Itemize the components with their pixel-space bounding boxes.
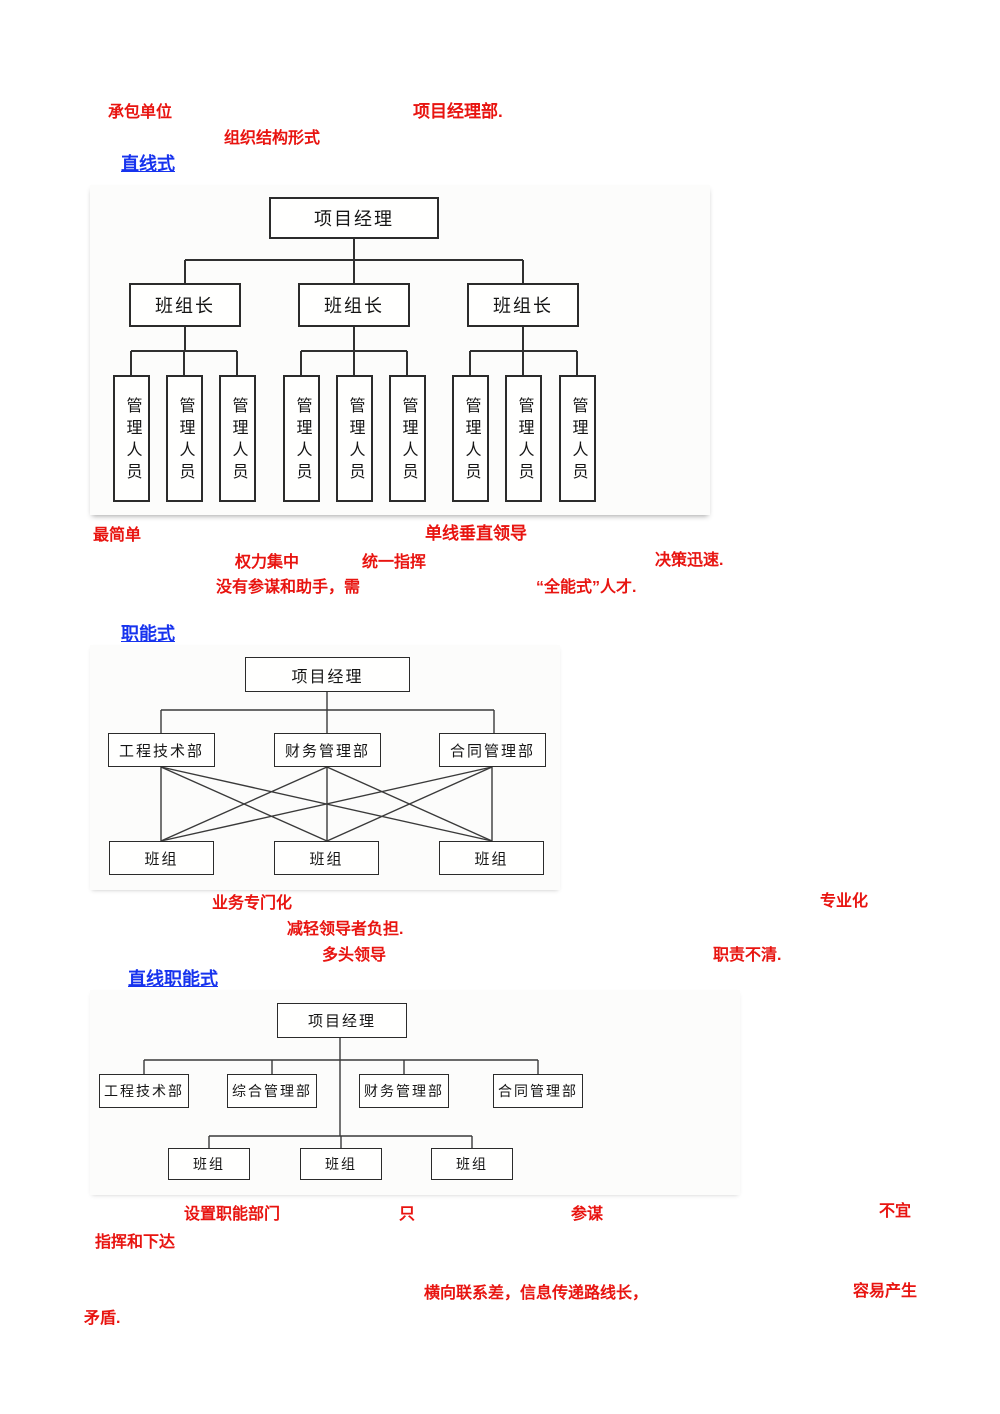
note-contracting-unit: 承包单位 (108, 104, 173, 121)
note-pm-dept: 项目经理部. (413, 102, 503, 121)
note-simplest: 最简单 (93, 527, 142, 544)
node-work-team: 班组 (109, 841, 214, 875)
note-power: 权力集中 (235, 554, 300, 571)
note-allround-talent: “全能式”人才. (536, 579, 637, 596)
note-setup-depts: 设置职能部门 (184, 1206, 281, 1223)
node-project-manager: 项目经理 (269, 197, 439, 239)
note-org-form: 组织结构形式 (224, 130, 321, 147)
note-multi-head: 多头领导 (322, 947, 387, 964)
node-team-leader: 班组长 (467, 283, 579, 327)
node-management-staff: 管理人员 (166, 375, 203, 502)
org-chart-line-functional: 项目经理 工程技术部 综合管理部 财务管理部 合同管理部 班组 班组 班组 (90, 990, 740, 1195)
node-management-staff: 管理人员 (113, 375, 150, 502)
node-management-staff: 管理人员 (336, 375, 373, 502)
note-poor-horizontal: 横向联系差，信息传递路线长， (424, 1285, 649, 1302)
node-engineering-dept: 工程技术部 (99, 1074, 189, 1108)
note-conflicts: 矛盾. (84, 1310, 121, 1327)
node-general-admin-dept: 综合管理部 (227, 1074, 317, 1108)
note-not-suitable: 不宜 (879, 1203, 912, 1220)
note-unified-command: 统一指挥 (362, 554, 427, 571)
connector-lines (130, 239, 578, 375)
org-chart-linear: 项目经理 班组长 班组长 班组长 管理人员 管理人员 管理人员 管理人员 管理人… (90, 185, 710, 515)
node-project-manager: 项目经理 (277, 1003, 407, 1038)
heading-line-functional: 直线职能式 (128, 969, 218, 989)
heading-linear: 直线式 (121, 154, 175, 174)
node-team-leader: 班组长 (298, 283, 410, 327)
note-command-issue: 指挥和下达 (95, 1234, 176, 1251)
note-no-staff: 没有参谋和助手，需 (216, 579, 361, 596)
connector-lines (143, 1038, 539, 1148)
heading-functional: 职能式 (121, 624, 175, 644)
node-project-manager: 项目经理 (245, 657, 410, 692)
node-engineering-dept: 工程技术部 (108, 733, 215, 767)
node-management-staff: 管理人员 (505, 375, 542, 502)
note-advisory: 参谋 (571, 1206, 604, 1223)
node-management-staff: 管理人员 (389, 375, 426, 502)
node-management-staff: 管理人员 (452, 375, 489, 502)
node-work-team: 班组 (300, 1148, 382, 1180)
node-finance-dept: 财务管理部 (274, 733, 381, 767)
note-unclear-duties: 职责不清. (713, 947, 782, 964)
node-management-staff: 管理人员 (559, 375, 596, 502)
connector-lines (160, 692, 495, 842)
note-business-specialized: 业务专门化 (212, 895, 293, 912)
note-easily-produces: 容易产生 (853, 1283, 918, 1300)
node-finance-dept: 财务管理部 (359, 1074, 449, 1108)
node-work-team: 班组 (274, 841, 379, 875)
org-chart-functional: 项目经理 工程技术部 财务管理部 合同管理部 班组 班组 班组 (90, 645, 560, 890)
note-specialization: 专业化 (820, 893, 869, 910)
note-reduce-burden: 减轻领导者负担. (287, 921, 404, 938)
node-contract-dept: 合同管理部 (493, 1074, 583, 1108)
node-team-leader: 班组长 (129, 283, 241, 327)
note-single-line: 单线垂直领导 (425, 524, 527, 543)
node-work-team: 班组 (168, 1148, 250, 1180)
node-management-staff: 管理人员 (219, 375, 256, 502)
node-contract-dept: 合同管理部 (439, 733, 546, 767)
note-fast-decision: 决策迅速. (655, 552, 724, 569)
node-work-team: 班组 (439, 841, 544, 875)
note-only: 只 (399, 1206, 416, 1223)
node-management-staff: 管理人员 (283, 375, 320, 502)
node-work-team: 班组 (431, 1148, 513, 1180)
